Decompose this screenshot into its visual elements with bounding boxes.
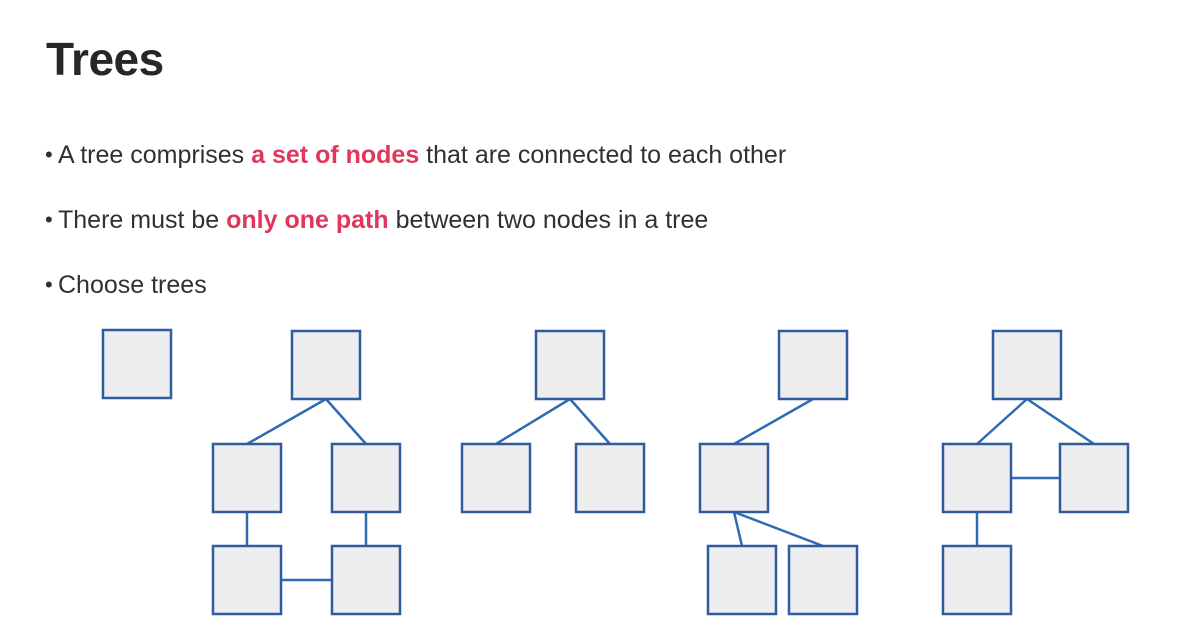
graph-edge [325, 398, 367, 445]
graph-4-tree [698, 329, 859, 616]
bullet-highlight-text: a set of nodes [251, 141, 420, 169]
bullet-choose: •Choose trees [42, 270, 1132, 304]
graph-node[interactable] [534, 329, 606, 401]
graph-edge [732, 511, 744, 547]
graph-node[interactable] [787, 544, 859, 616]
graph-node[interactable] [211, 442, 283, 514]
graph-5-cycle [941, 329, 1130, 616]
graph-edge [569, 398, 611, 445]
graph-node[interactable] [706, 544, 778, 616]
graph-node[interactable] [211, 544, 283, 616]
bullet-plain-text: Choose trees [58, 271, 207, 299]
graph-node[interactable] [777, 329, 849, 401]
graph-node[interactable] [991, 329, 1063, 401]
graph-node[interactable] [574, 442, 646, 514]
bullet-marker-icon: • [45, 207, 53, 232]
bullet-list: •A tree comprises a set of nodes that ar… [42, 140, 1132, 335]
page-title: Trees [46, 33, 164, 85]
graph-3-simple-tree [460, 329, 646, 514]
bullet-path: •There must be only one path between two… [42, 205, 1132, 239]
bullet-highlight-text: only one path [226, 206, 389, 234]
bullet-definition: •A tree comprises a set of nodes that ar… [42, 140, 1132, 174]
graph-node[interactable] [698, 442, 770, 514]
graph-diagram-svg [101, 328, 1130, 616]
graph-edge [495, 397, 571, 446]
bullet-plain-text: There must be [58, 206, 227, 234]
bullet-text: There must be only one path between two … [58, 205, 708, 236]
bullet-plain-text: that are connected to each other [419, 141, 787, 169]
graph-diagram-area [0, 318, 1182, 628]
graph-node[interactable] [101, 328, 173, 400]
bullet-text: A tree comprises a set of nodes that are… [58, 140, 786, 171]
bullet-text: Choose trees [58, 270, 207, 301]
bullet-marker-icon: • [45, 142, 53, 167]
graph-edge [246, 397, 327, 446]
graph-node[interactable] [290, 329, 362, 401]
graph-edge [976, 398, 1028, 445]
graph-node[interactable] [330, 442, 402, 514]
graph-2-cycle [211, 329, 402, 616]
graph-node[interactable] [941, 442, 1013, 514]
graph-node[interactable] [1058, 442, 1130, 514]
graph-node[interactable] [330, 544, 402, 616]
bullet-marker-icon: • [45, 272, 53, 297]
graph-edge [733, 397, 814, 446]
graph-edge [1026, 397, 1095, 446]
graph-1-single-node [101, 328, 173, 400]
bullet-plain-text: A tree comprises [58, 141, 252, 169]
graph-node[interactable] [460, 442, 532, 514]
graph-node[interactable] [941, 544, 1013, 616]
graph-edge [733, 510, 824, 548]
bullet-plain-text: between two nodes in a tree [388, 206, 709, 234]
